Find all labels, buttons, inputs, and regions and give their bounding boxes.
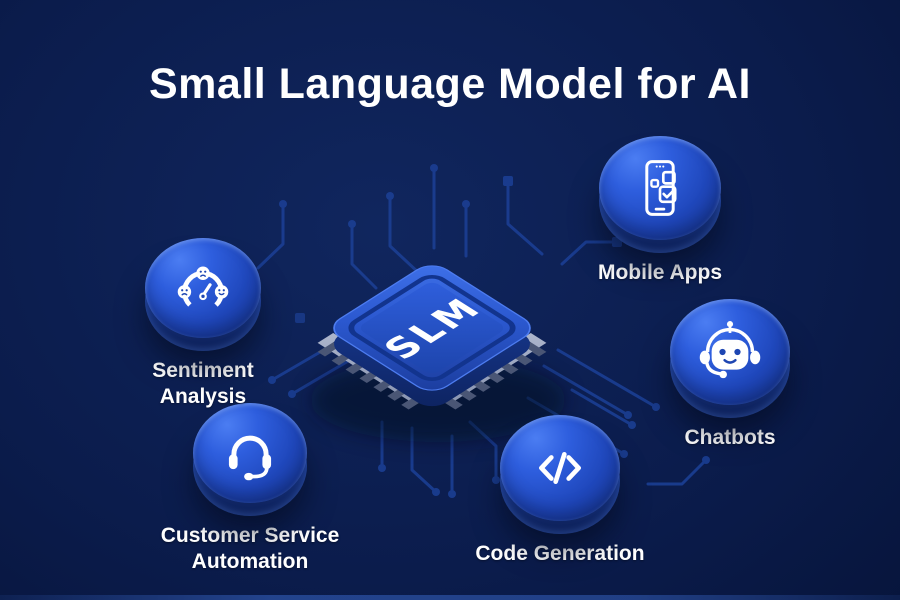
node-code-generation: Code Generation bbox=[450, 415, 670, 567]
headset-icon bbox=[228, 435, 272, 481]
node-label-customer-service-automation: Customer Service Automation bbox=[160, 524, 340, 574]
node-label-mobile-apps: Mobile Apps bbox=[597, 261, 723, 284]
disc-top bbox=[500, 415, 620, 521]
node-label-chatbots: Chatbots bbox=[684, 426, 776, 449]
sentiment-analysis-disc bbox=[145, 238, 261, 351]
chatbots-disc bbox=[670, 299, 790, 418]
node-chatbots: Chatbots bbox=[630, 299, 830, 451]
node-sentiment-analysis: Sentiment Analysis bbox=[123, 238, 283, 410]
page-title: Small Language Model for AI bbox=[148, 60, 752, 108]
chip-top-face: SLM bbox=[333, 265, 531, 391]
node-label-code-generation: Code Generation bbox=[475, 542, 645, 565]
code-generation-disc bbox=[500, 415, 620, 534]
node-customer-service-automation: Customer Service Automation bbox=[140, 403, 360, 575]
slm-chip: SLM bbox=[317, 265, 547, 410]
disc-top bbox=[599, 136, 721, 240]
sentiment-gauge-icon bbox=[177, 266, 229, 313]
customer-service-disc bbox=[193, 403, 307, 516]
mobile-apps-disc bbox=[599, 136, 721, 253]
disc-top bbox=[670, 299, 790, 405]
smartphone-check-icon bbox=[645, 160, 677, 216]
node-mobile-apps: Mobile Apps bbox=[560, 136, 760, 286]
node-label-sentiment-analysis: Sentiment Analysis bbox=[152, 359, 254, 409]
disc-top bbox=[145, 238, 261, 338]
disc-top bbox=[193, 403, 307, 503]
chatbot-robot-icon bbox=[699, 321, 761, 379]
code-brackets-icon bbox=[539, 452, 581, 484]
